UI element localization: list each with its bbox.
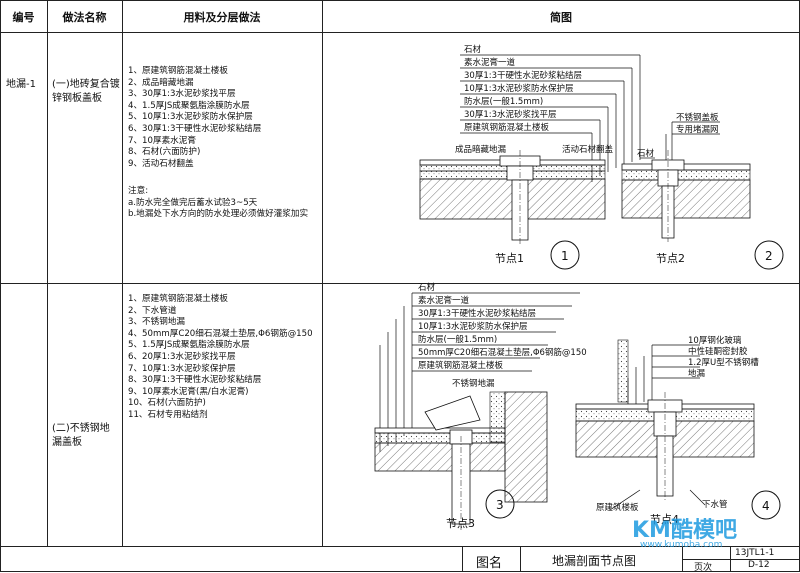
list-item: 2、成品暗藏地漏: [128, 77, 194, 88]
header-method: 用料及分层做法: [183, 11, 261, 24]
note-heading: 注意:: [128, 186, 149, 196]
list-item: 2、下水管道: [128, 305, 177, 316]
list-item: 8、30厚1:3干硬性水泥砂浆粘结层: [128, 375, 262, 386]
list-item: 1、原建筑钢筋混凝土楼板: [128, 294, 228, 304]
list-item: 7、10厚1:3水泥砂浆保护层: [128, 363, 236, 374]
list-item: 1、原建筑钢筋混凝土楼板: [128, 66, 228, 76]
header-name: 做法名称: [62, 11, 107, 24]
header-figure: 简图: [550, 11, 572, 24]
note-item: b.地漏处下水方向的防水处理必须做好灌浆加实: [128, 209, 309, 220]
watermark-logo: KM酷模吧: [632, 518, 737, 543]
drawing-title: 地漏剖面节点图: [552, 554, 637, 568]
list-item: 5、10厚1:3水泥砂浆防水保护层: [128, 112, 253, 123]
list-item: 10、石材(六面防护): [128, 398, 206, 409]
row1-name-line1: (一)地砖复合镀: [52, 79, 120, 90]
row1-no: 地漏-1: [6, 79, 36, 90]
list-item: 7、10厚素水泥膏: [128, 135, 196, 146]
row1-notes: 注意: a.防水完全做完后蓄水试验3~5天 b.地漏处下水方向的防水处理必须做好…: [128, 186, 308, 221]
sheet-label: 页次: [694, 563, 713, 573]
list-item: 5、1.5厚JS成聚氨脂涂膜防水层: [128, 340, 250, 351]
list-item: 8、石材(六面防护): [128, 147, 201, 158]
list-item: 3、不锈钢地漏: [128, 317, 186, 328]
list-item: 6、20厚1:3水泥砂浆找平层: [128, 351, 236, 362]
list-item: 4、50mm厚C20细石混凝土垫层,Φ6钢筋@150: [128, 328, 313, 339]
drawing-code: 13JTL1-1: [735, 548, 775, 558]
row1-name-line2: 锌钢板盖板: [52, 93, 102, 104]
row2-name-line2: 漏盖板: [52, 437, 82, 448]
list-item: 4、1.5厚JS成聚氨脂涂膜防水层: [128, 100, 250, 111]
row2-layer-list: 1、原建筑钢筋混凝土楼板 2、下水管道 3、不锈钢地漏 4、50mm厚C20细石…: [128, 294, 313, 422]
list-item: 11、石材专用粘结剂: [128, 409, 208, 420]
row2-name-line1: (二)不锈钢地: [52, 423, 110, 434]
list-item: 9、活动石材翻盖: [128, 158, 194, 169]
sheet-number: D-12: [748, 560, 770, 570]
watermark-url: www.kumoba.com: [640, 540, 723, 550]
header-no: 编号: [12, 11, 35, 24]
list-item: 6、30厚1:3干硬性水泥砂浆粘结层: [128, 123, 262, 134]
title-block-label: 图名: [476, 556, 503, 571]
row1-layer-list: 1、原建筑钢筋混凝土楼板 2、成品暗藏地漏 3、30厚1:3水泥砂浆找平层 4、…: [128, 66, 261, 170]
list-item: 9、10厚素水泥膏(黑/白水泥膏): [128, 386, 249, 397]
list-item: 3、30厚1:3水泥砂浆找平层: [128, 89, 236, 100]
note-item: a.防水完全做完后蓄水试验3~5天: [128, 197, 258, 208]
